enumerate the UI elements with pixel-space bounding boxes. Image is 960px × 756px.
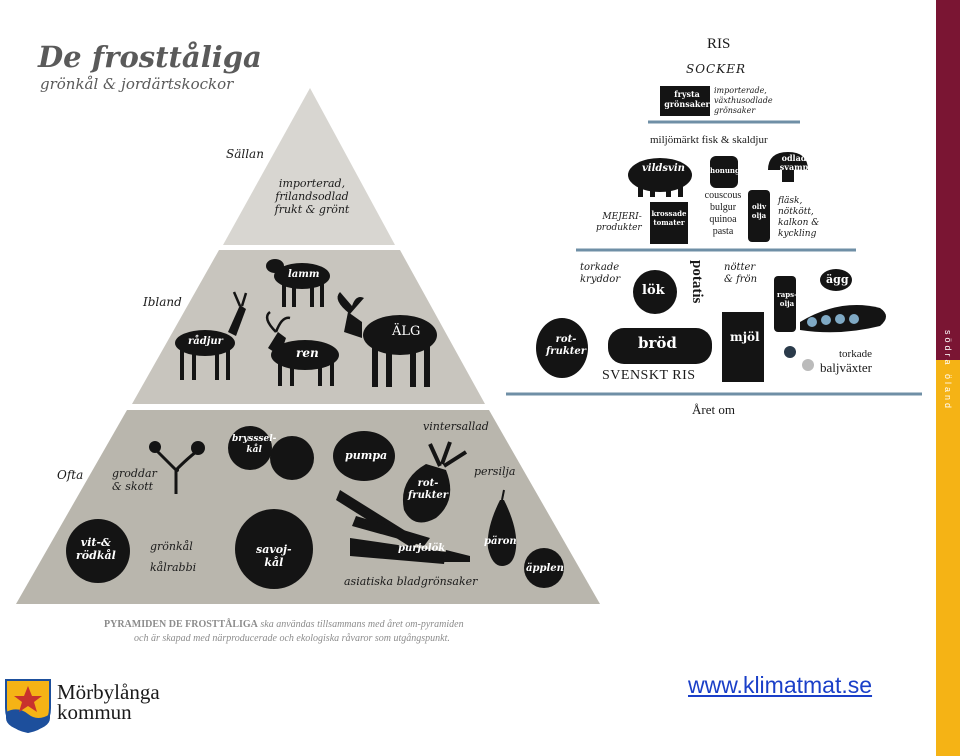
label-rapsolja: raps-olja xyxy=(777,290,797,308)
label-svenskt-ris: SVENSKT RIS xyxy=(602,368,696,383)
pumpkin-silhouette xyxy=(333,431,395,481)
label-alg: ÄLG xyxy=(392,324,421,339)
label-aret-om: Året om xyxy=(692,402,735,417)
frequency-label-ibland: Ibland xyxy=(143,295,182,309)
sidebar-text-oland: öland xyxy=(943,374,953,412)
label-vit-rodkal: vit-&rödkål xyxy=(76,536,116,562)
label-paron: päron xyxy=(484,536,517,547)
label-potatis: potatis xyxy=(689,260,705,304)
label-honung: honung xyxy=(710,166,740,175)
rapeseed-oil-bottle xyxy=(774,276,796,332)
olive-oil-bottle xyxy=(748,190,770,242)
brussels-sprout-1 xyxy=(228,426,272,470)
page-subtitle: grönkål & jordärtskockor xyxy=(40,75,234,93)
label-ren: ren xyxy=(296,346,319,360)
label-rotfrukter-right: rot-frukter xyxy=(546,334,587,357)
honey-jar xyxy=(710,156,738,188)
caption: PYRAMIDEN DE FROSTTÅLIGA ska användas ti… xyxy=(104,619,464,644)
label-gronkal: grönkål xyxy=(150,540,193,553)
frequency-label-sallan: Sällan xyxy=(226,147,264,161)
root-vegetable-silhouette xyxy=(402,441,468,523)
flour-bag xyxy=(722,312,764,382)
label-notter: nötter& frön xyxy=(724,262,758,285)
frozen-veg-box xyxy=(660,86,710,116)
savoy-cabbage-silhouette xyxy=(235,509,313,589)
onion-silhouette xyxy=(633,270,677,314)
sidebar-top xyxy=(936,0,960,360)
apple-silhouette xyxy=(524,548,564,588)
pyramid-tier-mid xyxy=(132,250,485,404)
label-socker: SOCKER xyxy=(686,62,746,76)
label-lamm: lamm xyxy=(288,269,320,280)
label-vildsvin: vildsvin xyxy=(642,163,685,174)
year-round-pyramid xyxy=(506,86,922,396)
sidebar-text-sodra: södra xyxy=(943,330,953,368)
reindeer-silhouette xyxy=(265,311,339,386)
lamb-silhouette xyxy=(266,259,330,307)
label-pumpa: pumpa xyxy=(345,449,388,462)
page-title: De frosttåliga xyxy=(38,40,262,74)
brand-sidebar: södra öland xyxy=(936,0,960,756)
sprouts-silhouette xyxy=(149,441,205,494)
beetroot-silhouette xyxy=(536,318,588,378)
label-asiatiska: asiatiska bladgrönsaker xyxy=(344,575,478,588)
mushroom-silhouette xyxy=(768,152,808,182)
roe-deer-silhouette xyxy=(175,291,248,380)
morbylanga-shield-icon xyxy=(5,679,51,734)
moose-silhouette xyxy=(337,292,437,387)
label-flask: fläsk,nötkött, kalkon &kyckling xyxy=(778,196,820,239)
label-brod: bröd xyxy=(638,334,677,352)
pyramid-tier-top xyxy=(223,88,395,245)
label-radjur: rådjur xyxy=(188,336,223,347)
label-agg: ägg xyxy=(826,273,849,286)
wild-boar-silhouette xyxy=(628,158,692,197)
label-groddar: groddar& skott xyxy=(112,467,157,493)
frequency-label-ofta: Ofta xyxy=(57,468,84,482)
pear-silhouette xyxy=(487,489,517,566)
label-mjol: mjöl xyxy=(730,330,760,344)
egg-silhouette xyxy=(820,269,852,291)
cabbage-silhouette xyxy=(66,519,130,583)
label-mejeri: MEJERI-produkter xyxy=(596,212,642,233)
leek-silhouette xyxy=(336,490,470,564)
label-purjolok: purjolök xyxy=(398,543,446,554)
label-rotfrukter: rot-frukter xyxy=(408,478,449,501)
label-persilja: persilja xyxy=(474,465,516,478)
tomato-box xyxy=(650,202,688,244)
label-ris: RIS xyxy=(707,36,731,52)
label-vintersallad: vintersallad xyxy=(423,420,489,433)
label-kalrabbi: kålrabbi xyxy=(150,561,197,574)
label-fisk: miljömärkt fisk & skaldjur xyxy=(650,134,768,146)
klimatmat-link[interactable]: www.klimatmat.se xyxy=(688,672,873,698)
frost-pyramid xyxy=(16,88,600,604)
label-savojkal: savoj-kål xyxy=(256,543,292,569)
sidebar-bottom xyxy=(936,360,960,756)
bread-loaf xyxy=(608,328,712,364)
label-brysselkal: brysssel-kål xyxy=(232,434,277,455)
brussels-sprout-2 xyxy=(270,436,314,480)
label-lok: lök xyxy=(642,283,665,298)
label-applen: äpplen xyxy=(526,563,564,574)
